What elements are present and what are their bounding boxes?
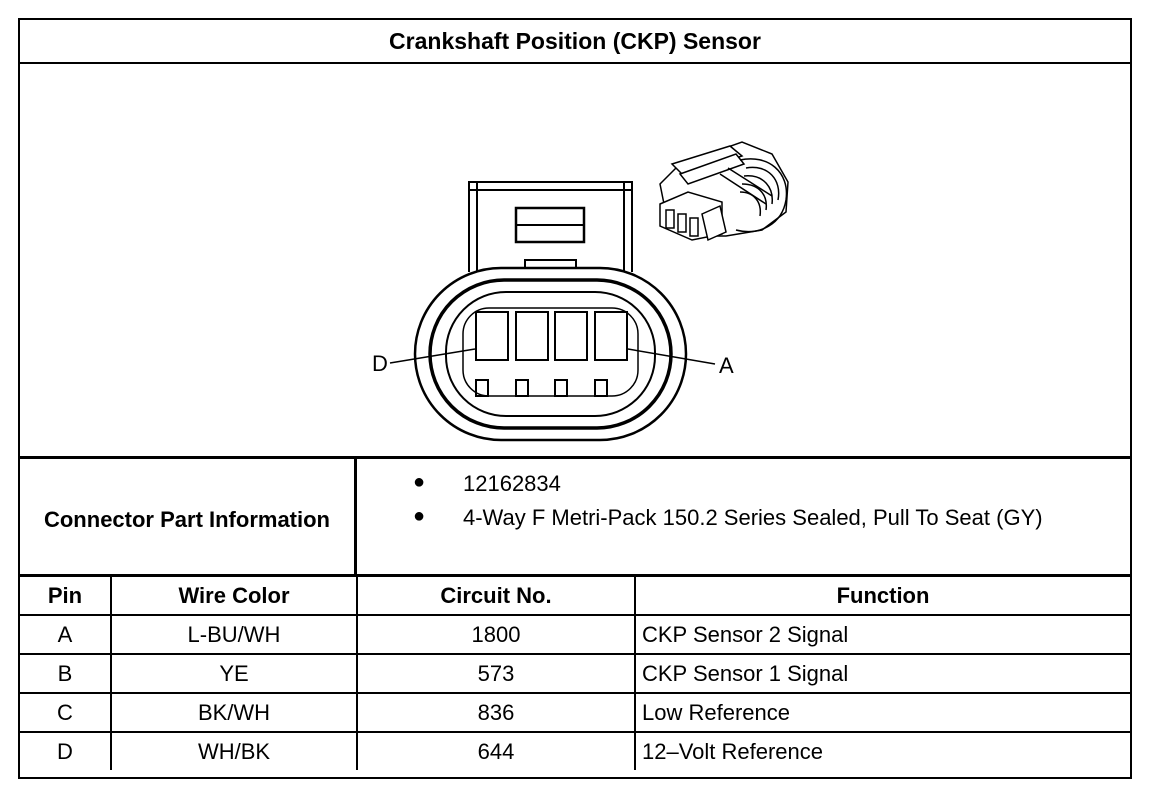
wire-color-cell: L-BU/WH — [110, 614, 358, 655]
function-cell: 12–Volt Reference — [634, 731, 1130, 770]
circuit-cell: 573 — [356, 653, 636, 694]
function-cell: CKP Sensor 1 Signal — [634, 653, 1130, 694]
header-function: Function — [634, 574, 1130, 616]
header-wire-color: Wire Color — [110, 574, 358, 616]
connector-part-info-label: Connector Part Information — [20, 459, 357, 574]
pin-cell: A — [20, 614, 112, 655]
pin-cell: B — [20, 653, 112, 694]
connector-table-frame: Crankshaft Position (CKP) Sensor — [18, 18, 1132, 779]
part-number: 12162834 — [463, 471, 561, 496]
pin-cell: D — [20, 731, 112, 770]
connector-diagram: D A — [20, 64, 1130, 456]
function-cell: Low Reference — [634, 692, 1130, 733]
circuit-cell: 1800 — [356, 614, 636, 655]
connector-description: 4-Way F Metri-Pack 150.2 Series Sealed, … — [463, 505, 1043, 530]
pin-table: Pin Wire Color Circuit No. Function A L-… — [20, 574, 1130, 770]
pin-callout-d: D — [372, 351, 388, 376]
connector-part-info-row: Connector Part Information ● 12162834 ● … — [20, 456, 1130, 574]
table-row: A L-BU/WH 1800 CKP Sensor 2 Signal — [20, 614, 1130, 655]
bullet-icon: ● — [413, 505, 426, 527]
table-row: B YE 573 CKP Sensor 1 Signal — [20, 653, 1130, 694]
connector-3d-thumbnail — [659, 141, 789, 242]
wire-color-cell: BK/WH — [110, 692, 358, 733]
wire-color-cell: WH/BK — [110, 731, 358, 770]
circuit-cell: 644 — [356, 731, 636, 770]
table-header-row: Pin Wire Color Circuit No. Function — [20, 574, 1130, 616]
connector-part-info-list: ● 12162834 ● 4-Way F Metri-Pack 150.2 Se… — [357, 459, 1130, 574]
circuit-cell: 836 — [356, 692, 636, 733]
page-title: Crankshaft Position (CKP) Sensor — [20, 20, 1130, 64]
connector-face-drawing: D A — [372, 141, 789, 442]
table-row: D WH/BK 644 12–Volt Reference — [20, 731, 1130, 770]
header-circuit-no: Circuit No. — [356, 574, 636, 616]
header-pin: Pin — [20, 574, 112, 616]
function-cell: CKP Sensor 2 Signal — [634, 614, 1130, 655]
pin-callout-a: A — [719, 353, 734, 378]
bullet-icon: ● — [413, 471, 426, 493]
pin-cell: C — [20, 692, 112, 733]
wire-color-cell: YE — [110, 653, 358, 694]
table-row: C BK/WH 836 Low Reference — [20, 692, 1130, 733]
